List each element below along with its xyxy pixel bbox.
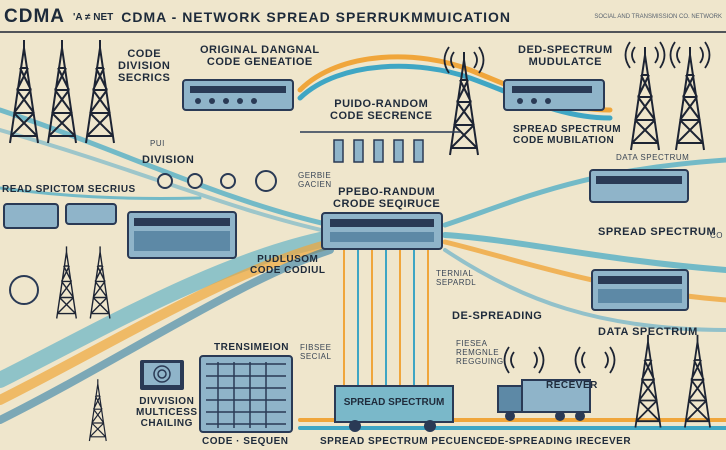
label-central-pseudo: PPEBO-RANDUM CRODE SEQIRUCE xyxy=(333,186,441,211)
label-fiesea-reseeng: FIESEA REMGNLE REGGUING xyxy=(456,339,504,366)
title-fine-print: SOCIAL AND TRANSMISSION CO. NETWORK xyxy=(594,14,722,20)
label-data-spectrum-top: DATA SPECTRUM xyxy=(616,153,690,162)
antenna-tower-icon xyxy=(88,378,107,442)
label-de-spreading: DE-SPREADING xyxy=(452,310,543,322)
antenna-tower-icon xyxy=(634,333,662,429)
label-transimeion: TRENSIMEION xyxy=(214,342,289,353)
label-data-spectrum-bottom: DATA SPECTRUM xyxy=(598,326,698,338)
label-division-multicess: DIVVISION MULTICESS CHAILING xyxy=(136,396,198,429)
label-code-division: CODE DIVISION SECRICS xyxy=(118,48,171,85)
footer-code-sequen: CODE · SEQUEN xyxy=(202,436,289,447)
equipment-box-icon xyxy=(182,79,294,111)
equipment-box-icon xyxy=(3,203,117,229)
dial-controls xyxy=(9,170,277,305)
signal-waves-icon xyxy=(574,346,616,374)
label-spread-code-modulation: SPREAD SPECTRUM CODE MUBILATION xyxy=(513,124,622,146)
fingerprint-icon xyxy=(153,365,171,383)
title-subtitle: CDMA - NETWORK SPREAD SPERRUKMMUICATION xyxy=(121,9,512,25)
diagram-title: CDMA 'A ≠ NET CDMA - NETWORK SPREAD SPER… xyxy=(4,4,722,30)
label-original-generator: ORIGINAL DANGNAL CODE GENEATIOE xyxy=(200,44,320,69)
label-de-spectrum-modulate: DED-SPECTRUM MUDULATCE xyxy=(518,44,613,69)
label-spread-spectrum-right: SPREAD SPECTRUM xyxy=(598,226,717,238)
label-ternral-separol: TERNIAL SEPARDL xyxy=(436,269,477,287)
antenna-tower-icon xyxy=(9,39,39,144)
title-main: CDMA xyxy=(4,6,65,27)
label-pi: PUI xyxy=(150,139,165,148)
equipment-box-icon xyxy=(199,355,293,433)
label-pseudo-random-top: PUIDO-RANDOM CODE SECRENCE xyxy=(330,98,433,123)
label-code-coduil: PUDLUSOM CODE CODIUL xyxy=(250,254,326,276)
label-division: DIVISION xyxy=(142,154,195,166)
footer-spread-spectrum-pecuence: SPREAD SPECTRUM PECUENCE xyxy=(320,436,491,447)
label-gerbie-gacien: GERBIE GACIEN xyxy=(298,171,332,189)
equipment-box-icon xyxy=(127,211,237,259)
label-spread-spectrum-secrius: READ SPICTOM SECRIUS xyxy=(2,184,136,195)
code-chip-row xyxy=(300,131,460,163)
monitor-icon xyxy=(140,360,184,390)
label-co: CO xyxy=(710,231,723,240)
equipment-box-icon xyxy=(321,212,443,250)
equipment-box-icon xyxy=(591,269,689,311)
antenna-tower-icon xyxy=(684,333,712,429)
label-recever: RECEVER xyxy=(546,380,598,391)
label-fibsee-seicl: FIBSEE SECIAL xyxy=(300,343,332,361)
signal-waves-icon xyxy=(503,346,545,374)
antenna-tower-icon xyxy=(89,245,111,320)
truck-label: SPREAD SPECTRUM xyxy=(343,397,445,408)
equipment-box-icon xyxy=(503,79,605,111)
antenna-tower-icon xyxy=(85,39,115,144)
truck-icon xyxy=(497,379,591,421)
spread-channel-lines xyxy=(343,250,429,385)
footer-de-spreading-recever: DE-SPREADING IRECEVER xyxy=(490,436,632,447)
title-fragment: 'A ≠ NET xyxy=(73,11,114,23)
truck-icon xyxy=(334,385,454,432)
antenna-tower-icon xyxy=(56,245,77,320)
equipment-box-icon xyxy=(589,169,689,203)
